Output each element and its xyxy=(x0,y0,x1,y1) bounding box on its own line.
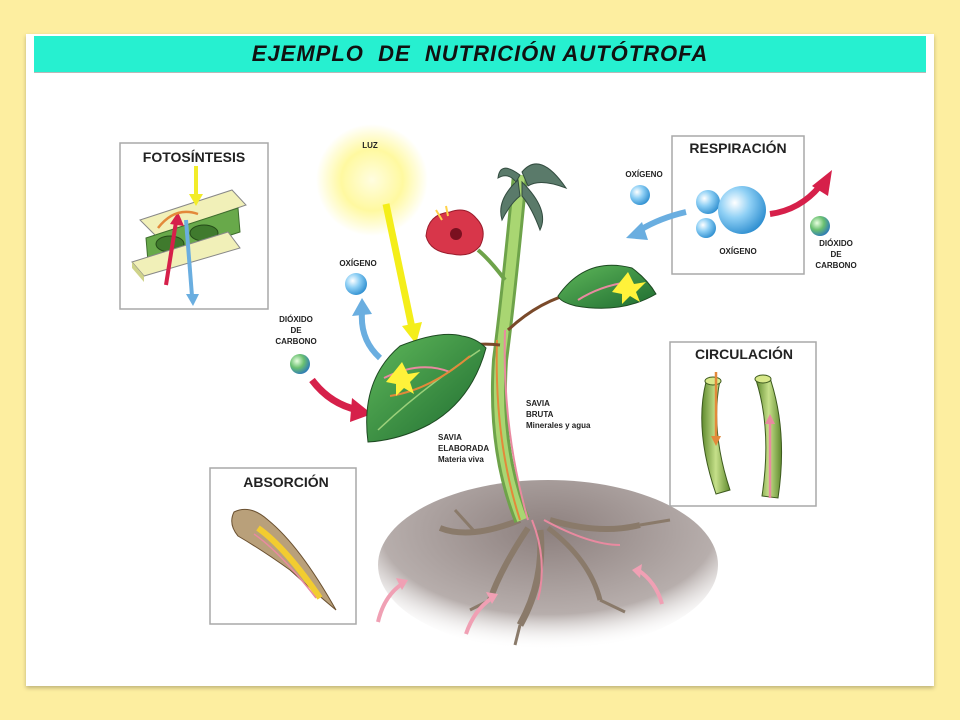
upper-right-leaf xyxy=(506,264,657,332)
title-bar: EJEMPLO DE NUTRICIÓN AUTÓTROFA xyxy=(34,36,926,73)
savia-bruta-line2: BRUTA xyxy=(526,410,554,419)
flower-illustration xyxy=(425,205,507,282)
oxigeno-left-label: OXÍGENO xyxy=(339,259,376,268)
savia-bruta-label: SAVIA BRUTA Minerales y agua xyxy=(526,399,591,430)
respiration-co2-out: DIÓXIDO DE CARBONO xyxy=(769,170,857,270)
sun-icon: LUZ xyxy=(316,124,428,344)
oxygen-bubble-icon xyxy=(630,185,650,205)
oxygen-bubble-icon xyxy=(345,273,367,295)
luz-label: LUZ xyxy=(362,141,378,150)
slide-title: EJEMPLO DE NUTRICIÓN AUTÓTROFA xyxy=(251,41,709,66)
root-tip-illustration xyxy=(231,508,337,611)
savia-bruta-line1: SAVIA xyxy=(526,399,550,408)
co2-bubble-icon xyxy=(290,354,310,374)
vessel-tubes-illustration xyxy=(701,372,783,499)
savia-elaborada-label: SAVIA ELABORADA Materia viva xyxy=(438,433,489,464)
panel-circulacion: CIRCULACIÓN xyxy=(669,341,817,507)
absorption-arrows xyxy=(376,564,664,635)
top-shoot-leaves xyxy=(497,163,568,232)
co2-resp-line2: DE xyxy=(830,250,842,259)
panel-circulacion-title: CIRCULACIÓN xyxy=(695,345,793,362)
main-left-leaf xyxy=(366,333,501,443)
savia-elaborada-line3: Materia viva xyxy=(438,455,484,464)
co2-left-line3: CARBONO xyxy=(275,337,316,346)
oxigeno-resp-bottom-label: OXÍGENO xyxy=(719,247,756,256)
oxigeno-resp-top-label: OXÍGENO xyxy=(625,170,662,179)
soil-area xyxy=(378,480,718,650)
co2-left-line1: DIÓXIDO xyxy=(279,315,313,324)
savia-bruta-line3: Minerales y agua xyxy=(526,421,591,430)
panel-fotosintesis: FOTOSÍNTESIS xyxy=(119,142,269,310)
oxygen-molecule-icon xyxy=(696,186,766,238)
co2-resp-line3: CARBONO xyxy=(815,261,856,270)
co2-intake-left: DIÓXIDO DE CARBONO xyxy=(275,315,372,422)
panel-respiracion: RESPIRACIÓN OXÍGENO xyxy=(671,135,805,275)
respiration-oxygen-out: OXÍGENO xyxy=(625,170,687,240)
panel-absorcion: ABSORCIÓN xyxy=(209,467,357,625)
oxygen-release-left: OXÍGENO xyxy=(339,259,383,361)
savia-elaborada-line1: SAVIA xyxy=(438,433,462,442)
panel-absorcion-title: ABSORCIÓN xyxy=(243,473,329,490)
panel-respiracion-title: RESPIRACIÓN xyxy=(689,139,786,156)
photosynthesis-arrows xyxy=(157,166,203,306)
roots-illustration xyxy=(438,508,671,646)
savia-elaborada-line2: ELABORADA xyxy=(438,444,489,453)
co2-resp-line1: DIÓXIDO xyxy=(819,239,853,248)
co2-bubble-icon xyxy=(810,216,830,236)
plant-stem xyxy=(490,174,530,523)
co2-left-line2: DE xyxy=(290,326,302,335)
panel-fotosintesis-title: FOTOSÍNTESIS xyxy=(143,149,245,165)
